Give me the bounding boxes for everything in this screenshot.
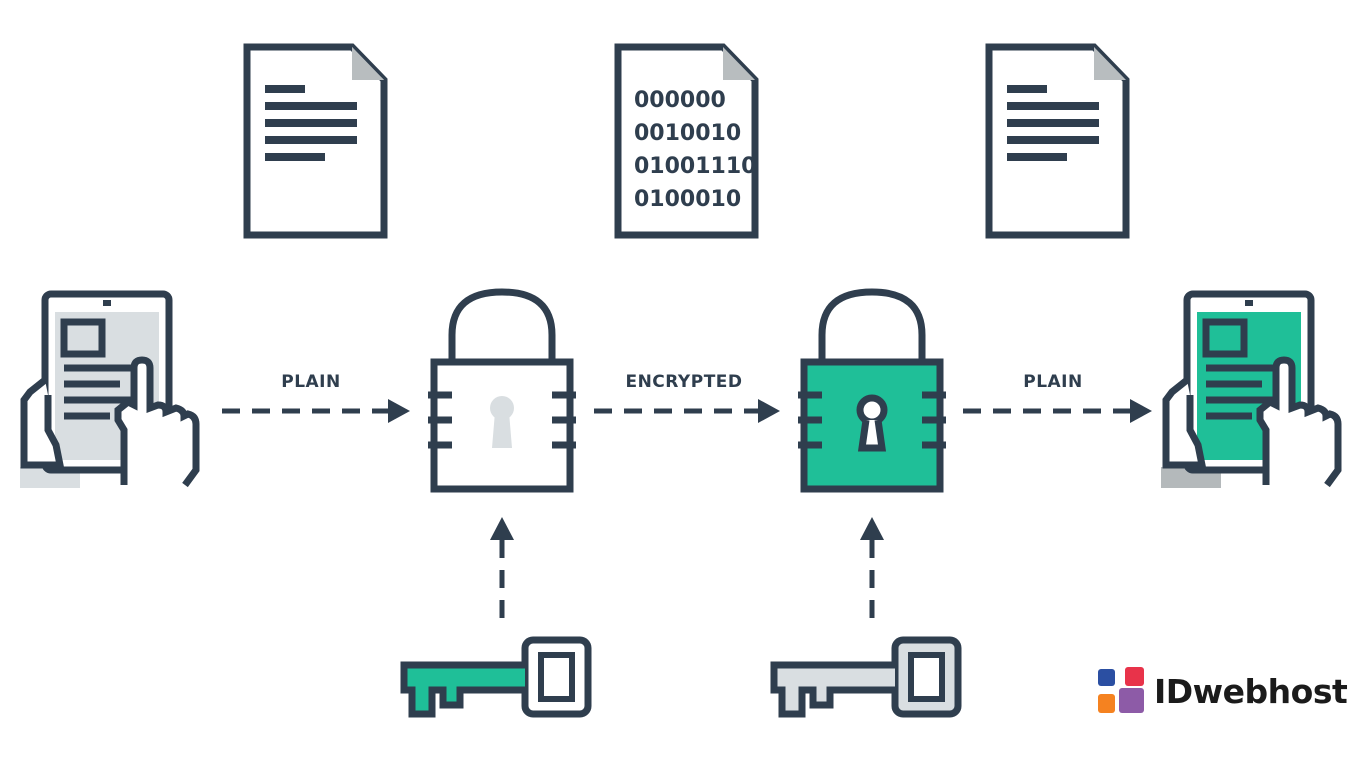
arrowhead-1 xyxy=(388,399,410,423)
arrowhead-up-1 xyxy=(490,517,514,540)
padlock-green-icon xyxy=(798,288,946,493)
arrowhead-3 xyxy=(1130,399,1152,423)
binary-text: 000000 0010010 01001110 0100010 xyxy=(634,84,756,216)
brand-name: IDwebhost xyxy=(1154,671,1348,711)
plain-document-right-icon xyxy=(985,43,1130,239)
brand-mark-icon xyxy=(1098,667,1144,713)
binary-line: 01001110 xyxy=(634,154,757,179)
encryption-key-green-icon xyxy=(400,636,592,718)
sender-tablet-icon xyxy=(20,290,200,488)
plain-label-right: PLAIN xyxy=(1023,372,1083,392)
brand-logo: IDwebhost xyxy=(1098,666,1348,716)
padlock-white-icon xyxy=(428,288,576,493)
plain-label-left: PLAIN xyxy=(281,372,341,392)
plain-document-left-icon xyxy=(243,43,388,239)
arrowhead-up-2 xyxy=(860,517,884,540)
binary-line: 0100010 xyxy=(634,187,742,212)
binary-line: 0010010 xyxy=(634,121,742,146)
decryption-key-gray-icon xyxy=(770,636,962,718)
arrowhead-2 xyxy=(758,399,780,423)
binary-line: 000000 xyxy=(634,88,726,113)
encrypted-document-icon xyxy=(614,43,759,239)
receiver-tablet-icon xyxy=(1161,290,1342,488)
encrypted-label: ENCRYPTED xyxy=(625,372,743,392)
